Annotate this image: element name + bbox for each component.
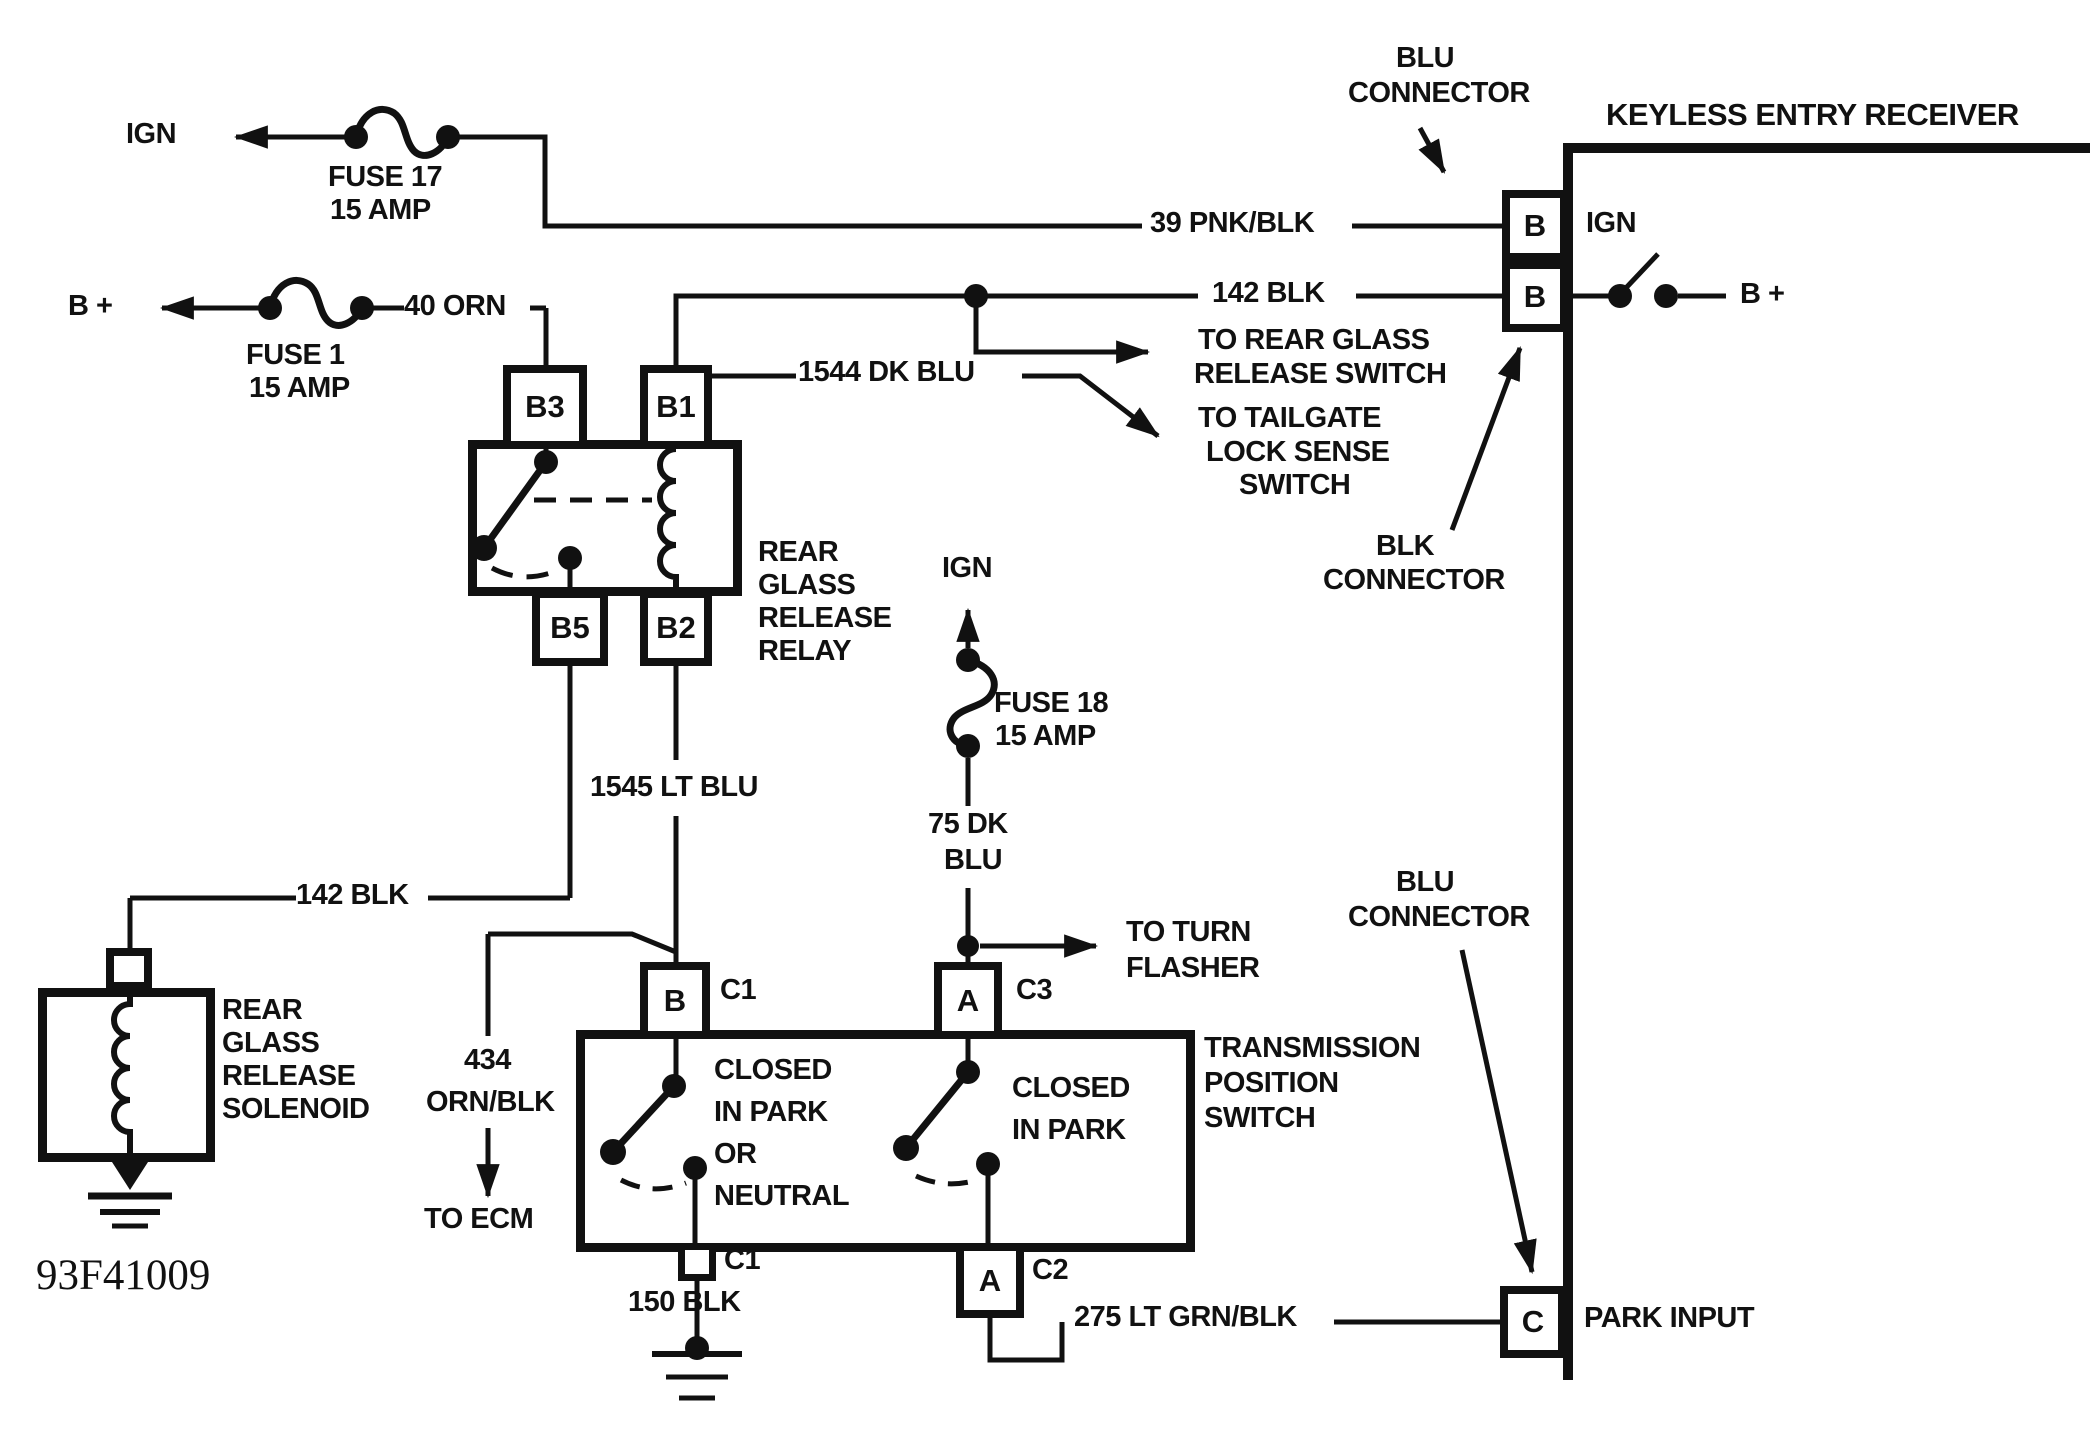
fuse-18-icon [946,656,998,750]
relay-terminal-b3: B3 [503,365,587,449]
tsw-conn-c2-label: C2 [1032,1254,1069,1286]
wire-142-blk-left [127,666,573,950]
blk-connector-1: BLK [1376,530,1435,562]
connector-arrows [1417,126,1537,1275]
tsw-terminal-a-c3: A [934,962,1002,1039]
dest-tailgate-1: TO TAILGATE [1198,402,1382,434]
tsw-note-left-4: NEUTRAL [714,1180,850,1212]
tsw-terminal-c1-bottom [678,1243,716,1281]
relay-name-2: GLASS [758,569,856,601]
wire-142-left-label: 142 BLK [296,879,409,911]
solenoid-name-4: SOLENOID [222,1093,370,1125]
dest-flasher-2: FLASHER [1126,952,1260,984]
tsw-terminal-a-c2: A [956,1243,1024,1318]
solenoid-coil-icon [111,990,133,1160]
fuse1-name: FUSE 1 [246,339,345,371]
wire-75-label-2: BLU [944,844,1003,876]
tsw-conn-c1-bottom-label: C1 [724,1244,761,1276]
tsw-conn-c3-label: C3 [1016,974,1053,1006]
relay-name-1: REAR [758,536,839,568]
wire-150-label: 150 BLK [628,1286,741,1318]
tsw-note-left-2: IN PARK [714,1096,828,1128]
relay-box [468,440,742,596]
ign-feed-label: IGN [126,118,177,150]
wire-1545-label: 1545 LT BLU [590,771,759,803]
dest-rear-glass-1: TO REAR GLASS [1198,324,1430,356]
wire-434-label-2: ORN/BLK [426,1086,555,1118]
tsw-name-3: SWITCH [1204,1102,1316,1134]
blk-connector-2: CONNECTOR [1323,564,1505,596]
transmission-switch-box [576,1030,1195,1252]
fuse-18-chain [946,607,1099,964]
fuse18-name: FUSE 18 [994,687,1109,719]
dest-rear-glass-2: RELEASE SWITCH [1194,358,1447,390]
tsw-conn-c1-label: C1 [720,974,757,1006]
fuse-1-icon [266,276,366,329]
blu-top-connector-1: BLU [1396,42,1455,74]
relay-coil-icon [657,446,679,600]
document-number: 93F41009 [36,1252,211,1299]
solenoid-name-1: REAR [222,994,303,1026]
tsw-note-left-1: CLOSED [714,1054,832,1086]
relay-terminal-b1: B1 [640,365,712,449]
blu-bottom-connector-2: CONNECTOR [1348,901,1530,933]
blu-top-connector-2: CONNECTOR [1348,77,1530,109]
receiver-pin-b-bplus: B [1502,261,1568,332]
wire-275-label: 275 LT GRN/BLK [1074,1301,1297,1333]
relay-name-3: RELEASE [758,602,892,634]
dest-ecm: TO ECM [424,1203,534,1235]
receiver-pin-c-park: C [1500,1286,1566,1358]
receiver-ign-signal: IGN [1586,207,1637,239]
fuse18-feed-label: IGN [942,552,993,584]
tsw-note-left-3: OR [714,1138,757,1170]
wire-1544-dk-blu [712,373,1160,438]
receiver-title: KEYLESS ENTRY RECEIVER [1606,97,2019,132]
receiver-bplus-switch [1572,252,1726,299]
receiver-pin-b-ign: B [1502,190,1568,261]
fuse-17-icon [352,105,452,159]
tsw-note-right-1: CLOSED [1012,1072,1130,1104]
solenoid-name-2: GLASS [222,1027,320,1059]
dest-tailgate-3: SWITCH [1239,469,1351,501]
ground-arrow-icon [112,1162,148,1190]
wire-75-label-1: 75 DK [928,808,1008,840]
blu-bottom-connector-1: BLU [1396,866,1455,898]
junction-dots [258,125,1678,1360]
wire-40-orn-label: 40 ORN [404,290,506,322]
wire-434-label-1: 434 [464,1044,511,1076]
solenoid-name-3: RELEASE [222,1060,356,1092]
tsw-terminal-b-c1: B [640,962,710,1039]
fuse17-name: FUSE 17 [328,161,443,193]
fuse1-rating: 15 AMP [249,372,350,404]
tsw-note-right-2: IN PARK [1012,1114,1126,1146]
fuse17-rating: 15 AMP [330,194,431,226]
wire-275-lt-grn-blk [987,1316,1502,1363]
wire-1544-label: 1544 DK BLU [798,356,975,388]
wire-39-label: 39 PNK/BLK [1150,207,1315,239]
dest-tailgate-2: LOCK SENSE [1206,436,1390,468]
fuse18-rating: 15 AMP [995,720,1096,752]
ign-feed-wire [233,105,1506,229]
receiver-park-signal: PARK INPUT [1584,1302,1755,1334]
wire-1545-lt-blu [476,666,679,1199]
relay-terminal-b5: B5 [532,590,608,666]
dest-flasher-1: TO TURN [1126,916,1251,948]
wire-142-right-label: 142 BLK [1212,277,1325,309]
solenoid-box [38,988,215,1162]
relay-terminal-b2: B2 [640,590,712,666]
tsw-name-1: TRANSMISSION [1204,1032,1421,1064]
blk-arrow [1449,346,1523,531]
blu-top-arrow [1417,126,1447,174]
tsw-name-2: POSITION [1204,1067,1339,1099]
receiver-outline [1563,143,2090,1380]
bplus-feed-label: B + [68,290,113,322]
solenoid-internals [88,990,172,1229]
wire-142-blk-right [673,293,1506,366]
solenoid-terminal [106,948,152,990]
blu-bottom-arrow [1459,949,1537,1275]
relay-name-4: RELAY [758,635,852,667]
receiver-bplus-signal: B + [1740,278,1785,310]
